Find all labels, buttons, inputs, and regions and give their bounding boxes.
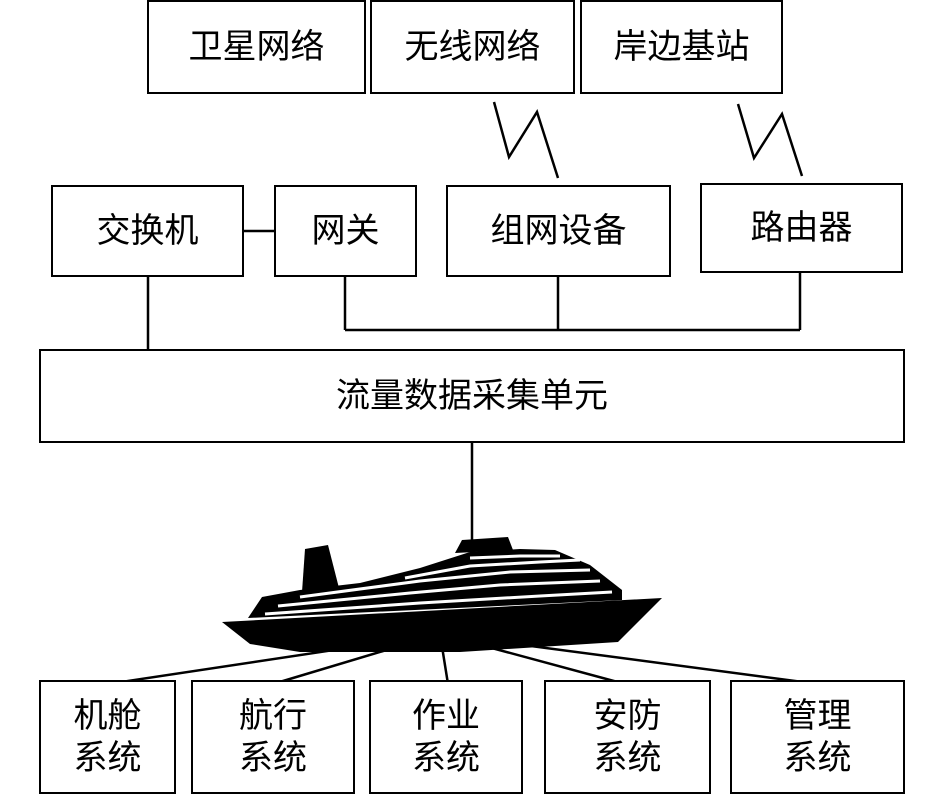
system-box-navigation: 航行 系统 [191, 680, 355, 794]
system-label-line1: 管理 [783, 695, 852, 736]
system-label-line2: 系统 [783, 738, 852, 778]
wireless-zigzag-link [492, 101, 560, 179]
system-label-line2: 系统 [73, 738, 142, 778]
router-label: 路由器 [750, 207, 853, 248]
system-label-line1: 作业 [412, 695, 480, 736]
system-label-line1: 机舱 [73, 695, 142, 736]
system-box-security: 安防 系统 [544, 680, 711, 794]
wireless-network-label: 无线网络 [404, 26, 541, 67]
system-label-line2: 系统 [412, 738, 480, 778]
switch-label: 交换机 [96, 210, 199, 251]
shore-zigzag-link [736, 103, 804, 177]
ship-icon [222, 537, 662, 652]
traffic-collector-box: 流量数据采集单元 [39, 349, 905, 443]
system-label-line1: 安防 [593, 695, 662, 736]
networking-equipment-label: 组网设备 [490, 210, 627, 251]
satellite-network-label: 卫星网络 [188, 26, 325, 67]
system-label-line2: 系统 [593, 738, 662, 778]
system-box-operation: 作业 系统 [369, 680, 523, 794]
system-box-management: 管理 系统 [730, 680, 905, 794]
satellite-network-box: 卫星网络 [147, 0, 366, 94]
shore-station-box: 岸边基站 [580, 0, 783, 94]
switch-box: 交换机 [51, 185, 244, 277]
wireless-network-box: 无线网络 [370, 0, 575, 94]
traffic-collector-label: 流量数据采集单元 [336, 375, 608, 416]
networking-equipment-box: 组网设备 [446, 185, 671, 277]
system-box-engine: 机舱 系统 [39, 680, 176, 794]
router-box: 路由器 [700, 183, 903, 273]
shore-station-label: 岸边基站 [613, 26, 750, 67]
gateway-box: 网关 [274, 185, 417, 277]
system-label-line1: 航行 [239, 695, 307, 736]
system-label-line2: 系统 [239, 738, 307, 778]
gateway-label: 网关 [311, 210, 380, 251]
